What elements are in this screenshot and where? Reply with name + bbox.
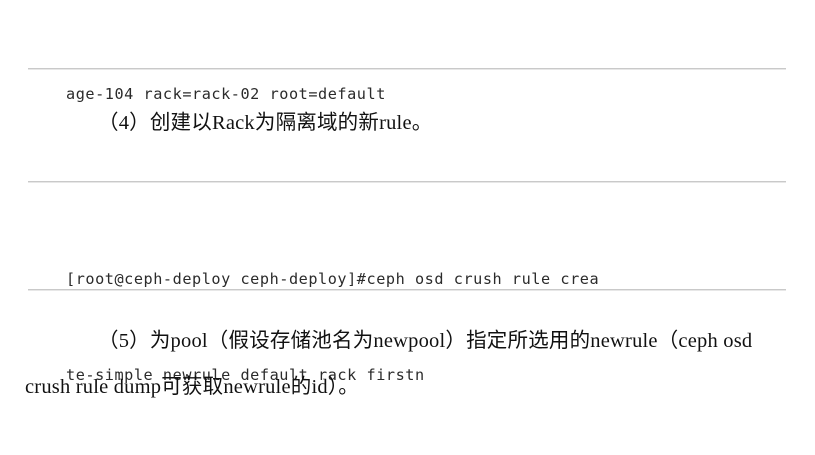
- code-block-crush-rule-create: [root@ceph-deploy ceph-deploy]#ceph osd …: [66, 199, 788, 455]
- horizontal-divider: [28, 289, 786, 291]
- document-page: age-104 rack=rack-02 root=default （4）创建以…: [25, 14, 788, 398]
- code-line: te-simple newrule default rack firstn: [66, 366, 425, 384]
- horizontal-divider: [28, 181, 786, 183]
- code-line: age-104 rack=rack-02 root=default: [66, 85, 386, 103]
- paragraph-step-4: （4）创建以Rack为隔离域的新rule。: [98, 112, 433, 134]
- horizontal-divider: [28, 68, 786, 70]
- code-line: [root@ceph-deploy ceph-deploy]#ceph osd …: [66, 270, 600, 288]
- code-block-osd-tree-continuation: age-104 rack=rack-02 root=default: [66, 14, 788, 174]
- paragraph-step-5: （5）为pool（假设存储池名为newpool）指定所选用的newrule（ce…: [25, 330, 753, 398]
